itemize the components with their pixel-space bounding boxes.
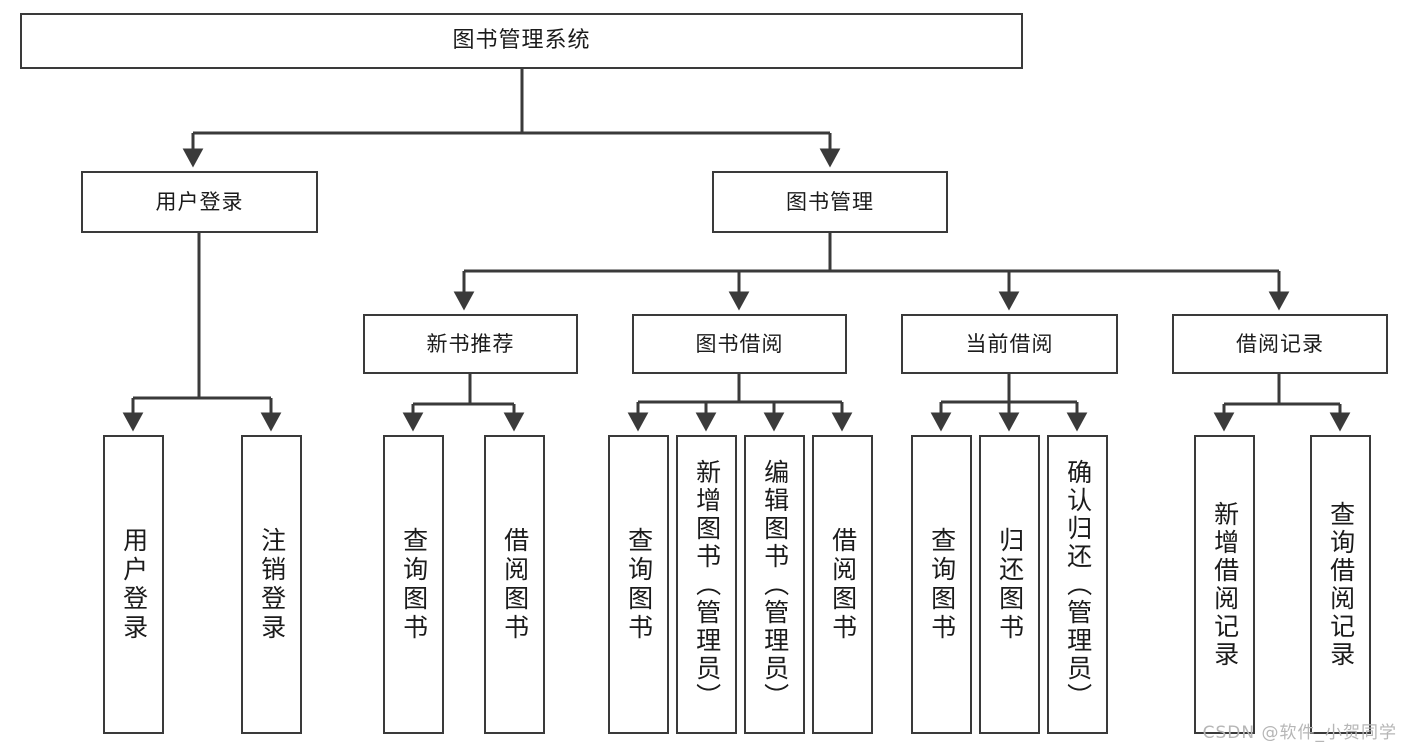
node-current-borrow[interactable]: 当前借阅: [901, 314, 1118, 374]
leaf-user-login[interactable]: 用户登录: [103, 435, 164, 734]
node-book-management[interactable]: 图书管理: [712, 171, 948, 233]
node-label: 用户登录: [155, 189, 244, 214]
node-user-login[interactable]: 用户登录: [81, 171, 318, 233]
node-label: 图书管理: [786, 189, 874, 214]
leaf-query-borrow-record[interactable]: 查询借阅记录: [1310, 435, 1371, 734]
leaf-logout-login[interactable]: 注销登录: [241, 435, 302, 734]
node-label: 确认归还（管理员）: [1063, 458, 1093, 711]
node-label: 借阅记录: [1236, 331, 1324, 356]
node-label: 查询图书: [399, 526, 429, 643]
node-label: 图书管理系统: [452, 28, 591, 54]
node-label: 新增图书（管理员）: [692, 458, 722, 711]
node-book-management-system[interactable]: 图书管理系统: [20, 13, 1023, 69]
node-label: 查询图书: [927, 526, 957, 643]
node-label: 查询借阅记录: [1326, 500, 1356, 669]
leaf-return-book[interactable]: 归还图书: [979, 435, 1040, 734]
leaf-query-book-current[interactable]: 查询图书: [911, 435, 972, 734]
leaf-query-book-borrow[interactable]: 查询图书: [608, 435, 669, 734]
node-label: 借阅图书: [500, 526, 530, 643]
node-new-book-recommend[interactable]: 新书推荐: [363, 314, 578, 374]
node-book-borrow[interactable]: 图书借阅: [632, 314, 847, 374]
node-borrow-record[interactable]: 借阅记录: [1172, 314, 1388, 374]
node-label: 新书推荐: [426, 331, 515, 356]
leaf-borrow-book-recommend[interactable]: 借阅图书: [484, 435, 545, 734]
node-label: 图书借阅: [695, 331, 784, 356]
node-label: 用户登录: [119, 526, 149, 643]
node-label: 注销登录: [257, 526, 287, 643]
node-label: 编辑图书（管理员）: [760, 458, 790, 711]
node-label: 新增借阅记录: [1210, 500, 1240, 669]
leaf-add-borrow-record[interactable]: 新增借阅记录: [1194, 435, 1255, 734]
node-label: 归还图书: [995, 526, 1025, 643]
leaf-query-book-recommend[interactable]: 查询图书: [383, 435, 444, 734]
node-label: 当前借阅: [965, 331, 1054, 356]
leaf-edit-book-admin[interactable]: 编辑图书（管理员）: [744, 435, 805, 734]
leaf-add-book-admin[interactable]: 新增图书（管理员）: [676, 435, 737, 734]
leaf-borrow-book[interactable]: 借阅图书: [812, 435, 873, 734]
leaf-confirm-return-admin[interactable]: 确认归还（管理员）: [1047, 435, 1108, 734]
node-label: 借阅图书: [828, 526, 858, 643]
node-label: 查询图书: [624, 526, 654, 643]
